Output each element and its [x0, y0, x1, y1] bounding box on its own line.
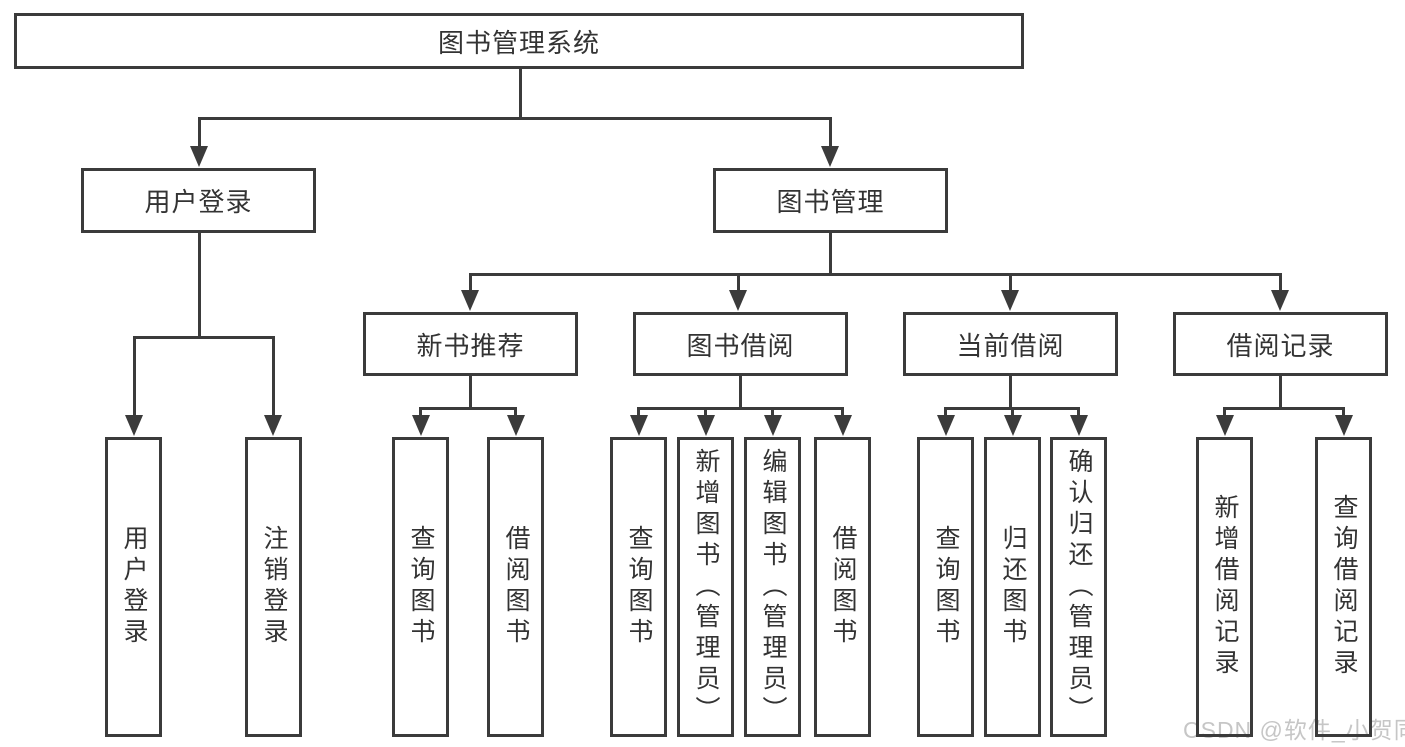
node-book-borrowing: 图书借阅: [633, 312, 848, 376]
arrow-down-icon: [697, 415, 715, 436]
node-book-management: 图书管理: [713, 168, 948, 233]
arrow-down-icon: [729, 290, 747, 311]
connector-line: [419, 407, 422, 416]
connector-line: [468, 273, 1282, 276]
arrow-down-icon: [461, 290, 479, 311]
connector-line: [419, 407, 517, 410]
connector-line: [197, 117, 832, 120]
connector-line: [518, 69, 522, 117]
connector-line: [1278, 273, 1282, 292]
csdn-watermark: CSDN @软件_小贺同学: [1183, 717, 1405, 743]
connector-line: [828, 233, 832, 273]
leaf-return-books: 归还图书: [984, 437, 1041, 737]
arrow-down-icon: [1004, 415, 1022, 436]
leaf-borrow-books-recommend: 借阅图书: [487, 437, 544, 737]
connector-line: [828, 117, 832, 148]
leaf-add-book-admin: 新增图书（管理员）: [677, 437, 734, 737]
leaf-borrow-books-borrowing: 借阅图书: [814, 437, 871, 737]
leaf-logout: 注销登录: [245, 437, 302, 737]
connector-line: [468, 376, 472, 407]
arrow-down-icon: [1216, 415, 1234, 436]
leaf-edit-book-admin: 编辑图书（管理员）: [744, 437, 801, 737]
arrow-down-icon: [1001, 290, 1019, 311]
connector-line: [1223, 407, 1226, 416]
leaf-user-login: 用户登录: [105, 437, 162, 737]
connector-line: [637, 407, 844, 410]
arrow-down-icon: [1271, 290, 1289, 311]
leaf-query-books-borrowing: 查询图书: [610, 437, 667, 737]
connector-line: [739, 376, 742, 407]
connector-line: [1342, 407, 1345, 416]
connector-line: [841, 407, 844, 416]
node-current-borrowing: 当前借阅: [903, 312, 1118, 376]
connector-line: [271, 336, 275, 416]
leaf-query-borrow-record: 查询借阅记录: [1315, 437, 1372, 737]
connector-line: [736, 273, 740, 292]
arrow-down-icon: [1335, 415, 1353, 436]
connector-line: [1008, 273, 1012, 292]
arrow-down-icon: [507, 415, 525, 436]
node-user-login: 用户登录: [81, 168, 316, 233]
connector-line: [197, 233, 201, 336]
connector-line: [132, 336, 275, 339]
leaf-add-borrow-record: 新增借阅记录: [1196, 437, 1253, 737]
node-borrowing-records: 借阅记录: [1173, 312, 1388, 376]
connector-line: [771, 407, 774, 416]
leaf-query-books-current: 查询图书: [917, 437, 974, 737]
leaf-query-books-recommend: 查询图书: [392, 437, 449, 737]
connector-line: [1009, 376, 1012, 407]
connector-line: [1223, 407, 1345, 410]
node-library-management-system: 图书管理系统: [14, 13, 1024, 69]
connector-line: [1279, 376, 1282, 407]
node-new-book-recommendation: 新书推荐: [363, 312, 578, 376]
arrow-down-icon: [190, 146, 208, 167]
arrow-down-icon: [264, 415, 282, 436]
connector-line: [514, 407, 517, 416]
arrow-down-icon: [412, 415, 430, 436]
connector-line: [637, 407, 640, 416]
connector-line: [944, 407, 947, 416]
connector-line: [1077, 407, 1080, 416]
arrow-down-icon: [821, 146, 839, 167]
arrow-down-icon: [764, 415, 782, 436]
arrow-down-icon: [630, 415, 648, 436]
connector-line: [468, 273, 472, 292]
arrow-down-icon: [834, 415, 852, 436]
connector-line: [197, 117, 201, 148]
leaf-confirm-return-admin: 确认归还（管理员）: [1050, 437, 1107, 737]
arrow-down-icon: [125, 415, 143, 436]
connector-line: [132, 336, 136, 416]
arrow-down-icon: [1070, 415, 1088, 436]
connector-line: [704, 407, 707, 416]
connector-line: [1011, 407, 1014, 416]
arrow-down-icon: [937, 415, 955, 436]
